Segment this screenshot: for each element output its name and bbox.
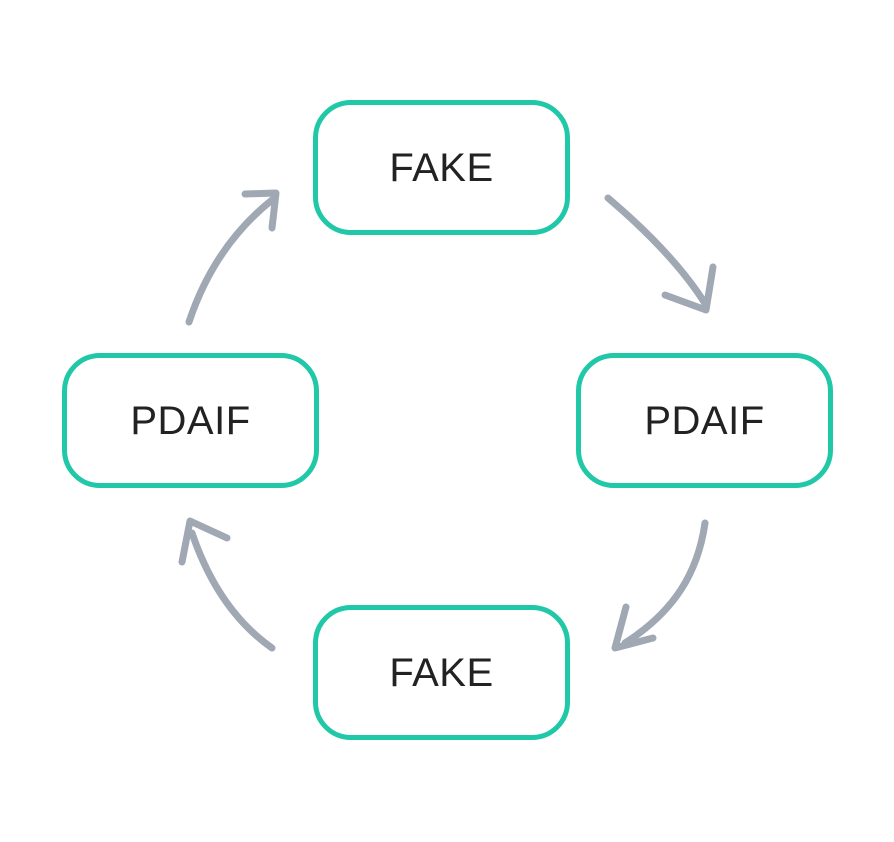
node-left[interactable]: PDAIF <box>62 353 319 488</box>
node-bottom[interactable]: FAKE <box>313 605 570 740</box>
node-right[interactable]: PDAIF <box>576 353 833 488</box>
node-top-label: FAKE <box>389 145 494 190</box>
arrow-top-to-right <box>604 194 717 314</box>
arrow-right-to-bottom <box>611 519 709 652</box>
arrow-bottom-to-left <box>178 517 276 652</box>
node-top[interactable]: FAKE <box>313 100 570 235</box>
arrow-left-to-top <box>185 189 280 326</box>
node-right-label: PDAIF <box>644 398 765 443</box>
node-left-label: PDAIF <box>130 398 251 443</box>
node-bottom-label: FAKE <box>389 650 494 695</box>
